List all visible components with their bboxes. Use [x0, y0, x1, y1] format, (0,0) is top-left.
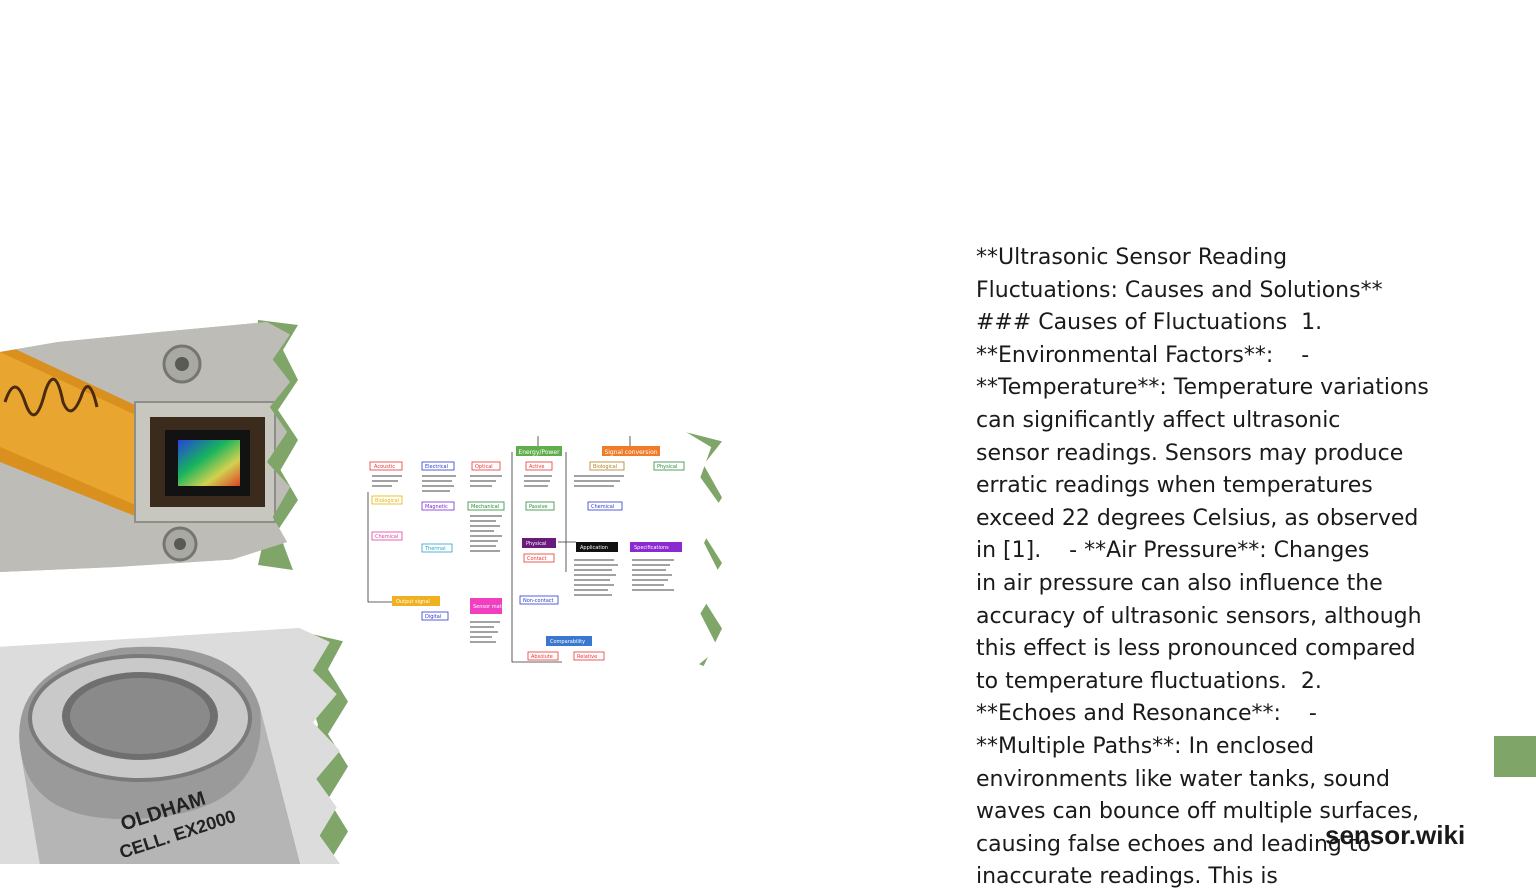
- diagram-label: Non-contact: [523, 598, 554, 604]
- diagram-label: Relative: [577, 654, 597, 660]
- diagram-label: Physical: [526, 541, 546, 547]
- diagram-label: Passive: [529, 504, 548, 510]
- article-line: waves can bounce off multiple surfaces,: [976, 799, 1420, 825]
- sensor-classification-diagram: Energy/Power Signal conversion Acoustic …: [362, 432, 722, 684]
- diagram-label: Chemical: [375, 534, 398, 540]
- diagram-label: Contact: [527, 556, 546, 562]
- diagram-label: Acoustic: [374, 464, 395, 470]
- diagram-label: Comparability: [550, 639, 585, 645]
- diagram-label: Output signal: [396, 599, 430, 605]
- article-line: erratic readings when temperatures: [976, 473, 1373, 499]
- diagram-box-signal: [602, 446, 660, 456]
- diagram-label: Magnetic: [425, 504, 448, 510]
- site-brand[interactable]: sensor.wiki: [1325, 820, 1466, 850]
- article-line: environments like water tanks, sound: [976, 766, 1390, 792]
- article-line: **Temperature**: Temperature variations: [976, 375, 1429, 401]
- article-line: causing false echoes and leading to: [976, 831, 1371, 857]
- diagram-label: Sensor material: [473, 604, 513, 610]
- article-line: in air pressure can also influence the: [976, 570, 1383, 596]
- diagram-label: Optical: [475, 464, 493, 470]
- image-sensor-illustration: [0, 322, 290, 572]
- diagram-label: Digital: [425, 614, 441, 620]
- diagram-label: Electrical: [425, 464, 448, 470]
- article-line: Fluctuations: Causes and Solutions**: [976, 277, 1383, 303]
- diagram-svg: Energy/Power Signal conversion Acoustic …: [362, 432, 722, 684]
- diagram-label: Specifications: [634, 545, 669, 551]
- image-sensor-photo: [0, 322, 290, 572]
- diagram-label: Energy/Power: [518, 449, 560, 456]
- gas-sensor-illustration: OLDHAM CELL. EX2000: [0, 628, 340, 864]
- gas-sensor-photo: OLDHAM CELL. EX2000: [0, 628, 340, 864]
- diagram-label: Physical: [657, 464, 677, 470]
- diagram-label: Chemical: [591, 504, 614, 510]
- article-line: **Echoes and Resonance**: -: [976, 701, 1317, 727]
- article-line: accuracy of ultrasonic sensors, although: [976, 603, 1422, 629]
- article-line: this effect is less pronounced compared: [976, 636, 1416, 662]
- diagram-label: Biological: [593, 464, 617, 470]
- side-tab[interactable]: [1494, 736, 1536, 777]
- diagram-label: Signal conversion: [604, 449, 657, 456]
- article-line: **Multiple Paths**: In enclosed: [976, 733, 1315, 759]
- diagram-label: Absolute: [531, 654, 553, 660]
- article-line: inaccurate readings. This is: [976, 864, 1278, 890]
- article-line: to temperature fluctuations. 2.: [976, 668, 1322, 694]
- article-line: exceed 22 degrees Celsius, as observed: [976, 505, 1419, 531]
- diagram-box-energy: [516, 446, 562, 456]
- article-line: **Environmental Factors**: -: [976, 342, 1310, 368]
- diagram-label: Thermal: [424, 546, 446, 552]
- article-line: in [1]. - **Air Pressure**: Changes: [976, 538, 1370, 564]
- diagram-label: Application: [580, 545, 608, 551]
- article-line: ### Causes of Fluctuations 1.: [976, 310, 1323, 336]
- article-line: sensor readings. Sensors may produce: [976, 440, 1404, 466]
- diagram-label: Mechanical: [471, 504, 499, 510]
- article-line: **Ultrasonic Sensor Reading: [976, 245, 1288, 270]
- article-line: can significantly affect ultrasonic: [976, 407, 1341, 433]
- diagram-label: Active: [529, 464, 544, 470]
- diagram-label: Biological: [375, 498, 399, 504]
